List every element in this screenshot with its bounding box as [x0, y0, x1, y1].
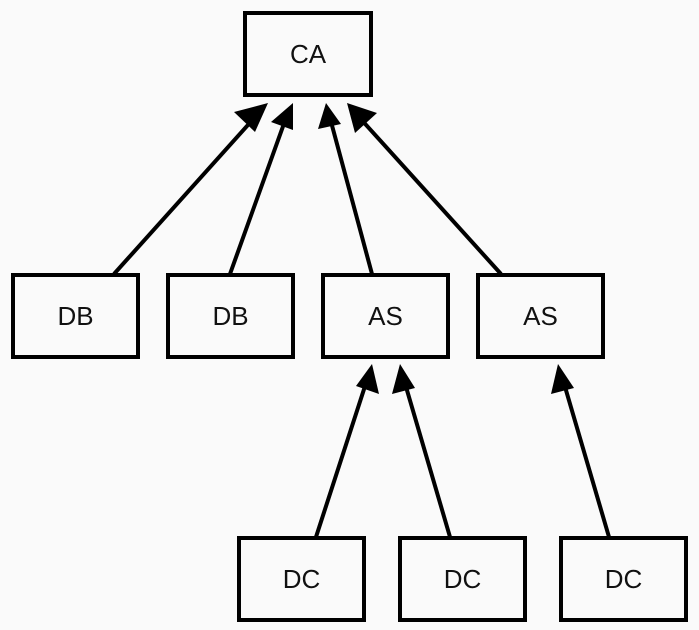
edge-dc3-to-as2 [551, 364, 611, 538]
node-ca: CA [243, 11, 373, 97]
node-as-1-label: AS [368, 300, 403, 331]
node-dc-1: DC [237, 536, 366, 622]
node-dc-2: DC [398, 536, 527, 622]
edge-dc2-to-as1 [392, 364, 452, 538]
edge-dc1-to-as1 [314, 364, 379, 538]
node-db-2: DB [166, 273, 295, 359]
node-dc-1-label: DC [282, 563, 321, 594]
node-db-1-label: DB [57, 300, 94, 331]
node-db-2-label: DB [212, 300, 249, 331]
edge-db1-to-ca [112, 103, 268, 276]
node-as-2: AS [476, 273, 605, 359]
node-dc-3: DC [559, 536, 688, 622]
edge-as2-to-ca [347, 103, 503, 276]
edge-db2-to-ca [228, 103, 293, 275]
edge-as1-to-ca [318, 103, 374, 275]
node-as-1: AS [321, 273, 450, 359]
node-ca-label: CA [289, 38, 327, 69]
node-dc-2-label: DC [443, 563, 482, 594]
node-as-2-label: AS [523, 300, 558, 331]
node-dc-3-label: DC [604, 563, 643, 594]
node-db-1: DB [11, 273, 140, 359]
